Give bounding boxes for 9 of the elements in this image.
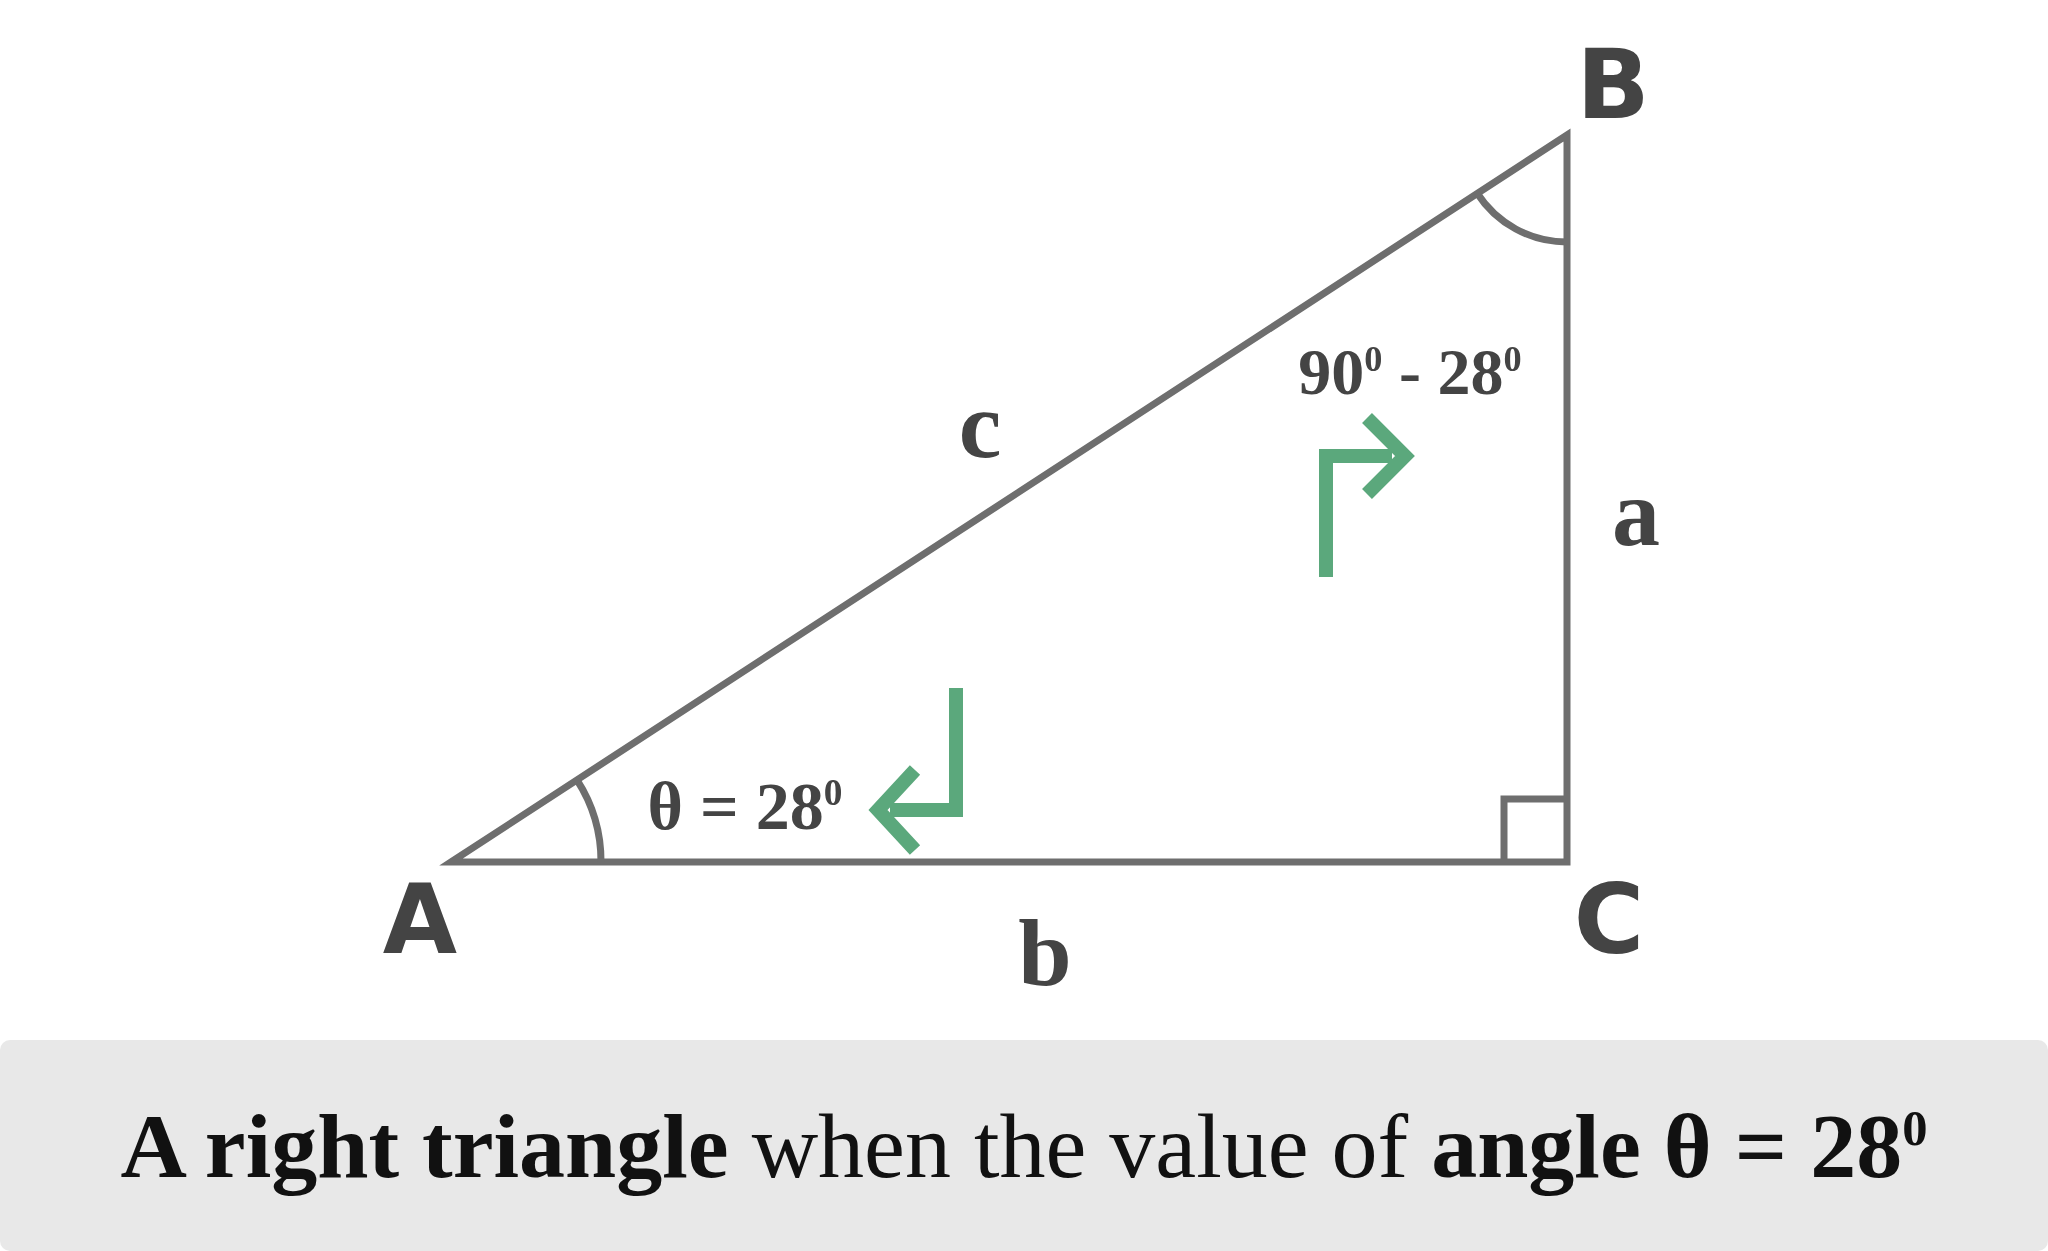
caption: A right triangle when the value of angle θ = 28$^{0}$	[120, 1093, 1928, 1199]
side-label: a	[1612, 465, 1660, 561]
side-label: c	[958, 377, 1002, 473]
vertex-label: C	[1573, 872, 1645, 968]
side-label: b	[1018, 905, 1072, 1001]
angle-label: 90$^{0}$ - 28$^{0}$	[1298, 339, 1522, 405]
vertex-label: A	[382, 872, 458, 968]
vertex-label: B	[1576, 37, 1650, 133]
angle-label: θ = 28$^{0}$	[647, 772, 843, 840]
